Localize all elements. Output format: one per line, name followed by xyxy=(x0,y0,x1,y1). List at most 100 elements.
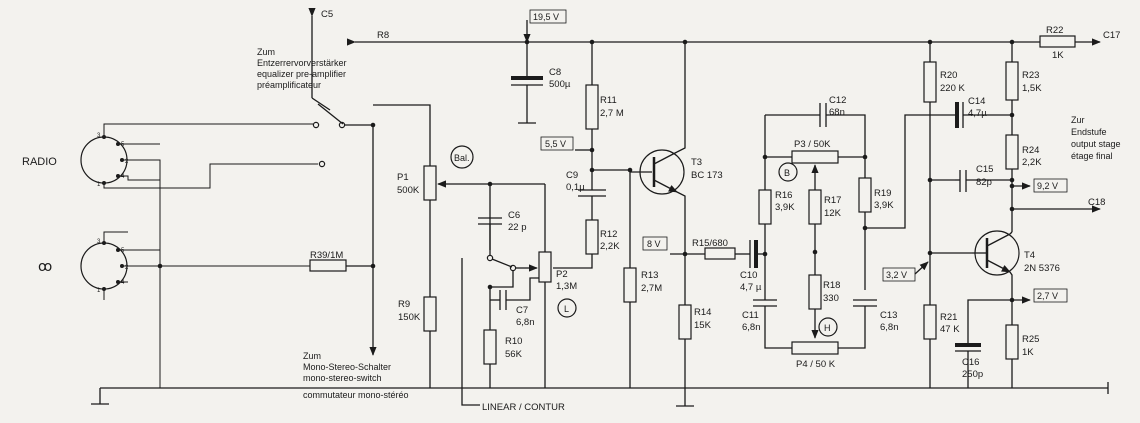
label-8v: 8 V xyxy=(647,239,661,249)
label-c9-value: 0,1µ xyxy=(566,182,585,193)
label-r24: R24 xyxy=(1022,145,1039,156)
label-p2: P2 xyxy=(556,269,568,280)
resistor-r24 xyxy=(1005,134,1101,232)
label-r17: R17 xyxy=(824,195,841,206)
label-r16: R16 xyxy=(775,190,792,201)
resistor-r23 xyxy=(1005,42,1019,135)
label-t3-value: BC 173 xyxy=(691,170,723,181)
resistor-r20 xyxy=(923,42,972,305)
label-c16: C16 xyxy=(962,357,979,368)
label-c12: C12 xyxy=(829,95,846,106)
transistor-t3 xyxy=(630,42,686,305)
label-p1-value: 500K xyxy=(397,185,420,196)
label-t4: T4 xyxy=(1024,250,1035,261)
label-r16-value: 3,9K xyxy=(775,202,795,213)
label-c6: C6 xyxy=(508,210,520,221)
potentiometer-p3 xyxy=(791,150,839,164)
label-r12-value: 2,2K xyxy=(600,241,620,252)
label-r17-value: 12K xyxy=(824,208,842,219)
resistor-r39 xyxy=(309,259,347,272)
pin-label: 4 xyxy=(121,280,125,286)
label-r18: R18 xyxy=(823,280,840,291)
label-zum-top: Zum xyxy=(257,47,275,57)
label-r11: R11 xyxy=(600,95,617,106)
label-r9: R9 xyxy=(398,299,410,310)
label-r14: R14 xyxy=(694,307,711,318)
capacitor-c14 xyxy=(955,102,1015,128)
c5-selector-switch xyxy=(308,7,376,129)
pin-label: 5 xyxy=(121,142,125,148)
resistor-r17 xyxy=(808,189,822,225)
label-c6-value: 22 p xyxy=(508,222,527,233)
label-l: L xyxy=(564,304,569,314)
label-r25-value: 1K xyxy=(1022,347,1034,358)
label-r10-value: 56K xyxy=(505,349,523,360)
label-etage-final: étage final xyxy=(1071,151,1113,161)
label-p4: P4 / 50 K xyxy=(796,359,836,370)
label-c10: C10 xyxy=(740,270,757,281)
label-r14-value: 15K xyxy=(694,320,712,331)
pin-label: 1 xyxy=(97,288,101,294)
label-t4-value: 2N 5376 xyxy=(1024,263,1060,274)
label-bal: Bal. xyxy=(454,153,470,163)
capacitor-c6 xyxy=(461,183,546,406)
mono-stereo-bus xyxy=(369,104,431,356)
potentiometer-p1 xyxy=(423,145,493,297)
pin-label: 1 xyxy=(97,182,101,188)
label-r12: R12 xyxy=(600,229,617,240)
resistor-r25 xyxy=(1005,324,1019,388)
label-c9: C9 xyxy=(566,170,578,181)
label-r18-value: 330 xyxy=(823,293,839,304)
label-r19-value: 3,9K xyxy=(874,200,894,211)
pin-label: 5 xyxy=(121,248,125,254)
resistor-r10 xyxy=(483,329,497,388)
label-zum-bottom: Zum xyxy=(303,351,321,361)
label-p1: P1 xyxy=(397,172,409,183)
label-r15: R15/680 xyxy=(692,238,728,249)
label-c11: C11 xyxy=(742,310,759,321)
label-r9-value: 150K xyxy=(398,312,421,323)
resistor-r19 xyxy=(858,177,872,213)
label-c12-value: 68n xyxy=(829,107,845,118)
label-c11-value: 6,8n xyxy=(742,322,761,333)
label-3-2v: 3,2 V xyxy=(886,270,907,280)
label-commutateur: commutateur mono-stéréo xyxy=(303,390,409,400)
label-r8: R8 xyxy=(377,30,389,41)
label-output-stage: output stage xyxy=(1071,139,1121,149)
label-c18: C18 xyxy=(1088,197,1105,208)
label-c7-value: 6,8n xyxy=(516,317,535,328)
label-c13: C13 xyxy=(880,310,897,321)
label-r23: R23 xyxy=(1022,70,1039,81)
label-r13-value: 2,7M xyxy=(641,283,662,294)
resistor-r12 xyxy=(585,219,599,255)
potentiometer-p4 xyxy=(791,341,839,355)
label-b: B xyxy=(784,168,790,178)
label-h: H xyxy=(824,323,831,333)
label-r19: R19 xyxy=(874,188,891,199)
label-c5: C5 xyxy=(321,9,333,20)
label-c14-value: 4,7µ xyxy=(968,108,987,119)
label-r22: R22 xyxy=(1046,25,1063,36)
pin-label: 3 xyxy=(97,133,101,139)
label-r21: R21 xyxy=(940,312,957,323)
capacitor-c8 xyxy=(511,42,543,124)
label-2-7v: 2,7 V xyxy=(1037,291,1058,301)
resistor-r16 xyxy=(758,189,772,225)
label-endstufe: Endstufe xyxy=(1071,127,1107,137)
label-r39: R39/1M xyxy=(310,250,343,261)
capacitor-c9 xyxy=(578,189,606,220)
label-radio: RADIO xyxy=(22,156,57,168)
supply-rail xyxy=(346,20,1101,48)
label-mono-stereo-schalter: Mono-Stereo-Schalter xyxy=(303,362,391,372)
label-5-5v: 5,5 V xyxy=(545,139,566,149)
label-t3: T3 xyxy=(691,157,702,168)
label-r23-value: 1,5K xyxy=(1022,83,1042,94)
label-c13-value: 6,8n xyxy=(880,322,899,333)
label-c14: C14 xyxy=(968,96,985,107)
resistor-r15 xyxy=(704,247,750,260)
label-r24-value: 2,2K xyxy=(1022,157,1042,168)
resistor-r22 xyxy=(1039,35,1076,48)
voltage-markers xyxy=(529,9,1068,303)
label-p3: P3 / 50K xyxy=(794,139,831,150)
